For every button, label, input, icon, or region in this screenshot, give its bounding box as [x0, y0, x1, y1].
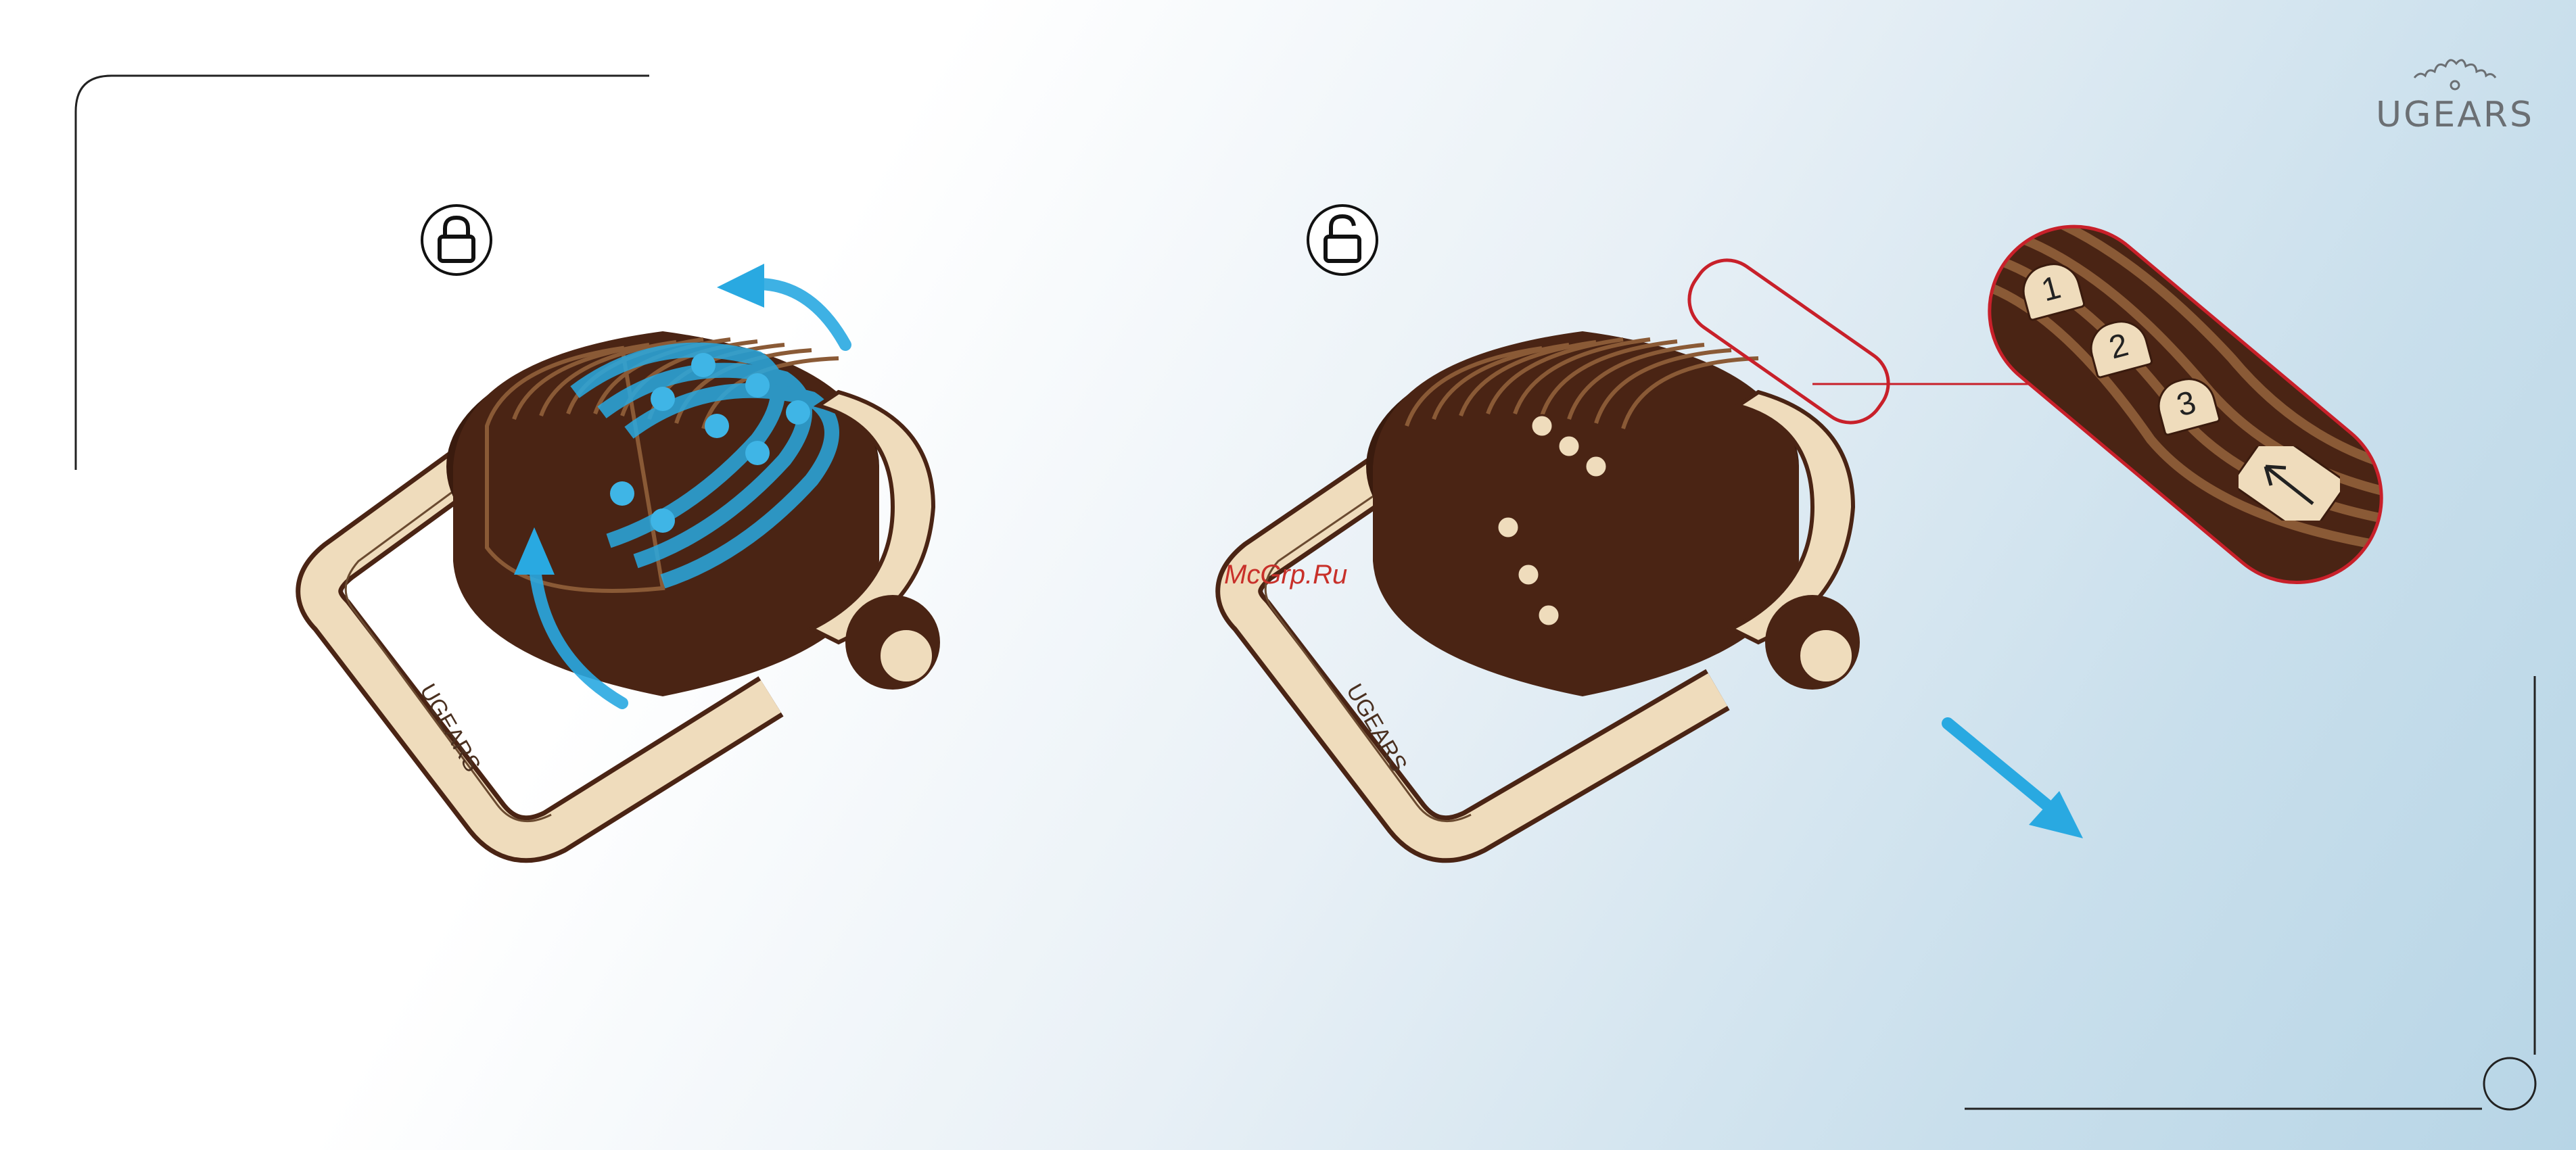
zoom-callout: 1 2 3: [1921, 183, 2394, 588]
arrow-left-icon: [2239, 446, 2340, 521]
digit-label: 1: [2038, 269, 2065, 308]
digit-label: 3: [2173, 384, 2200, 423]
watermark: McGrp.Ru: [1224, 560, 1347, 590]
digit-label: 2: [2105, 327, 2132, 366]
